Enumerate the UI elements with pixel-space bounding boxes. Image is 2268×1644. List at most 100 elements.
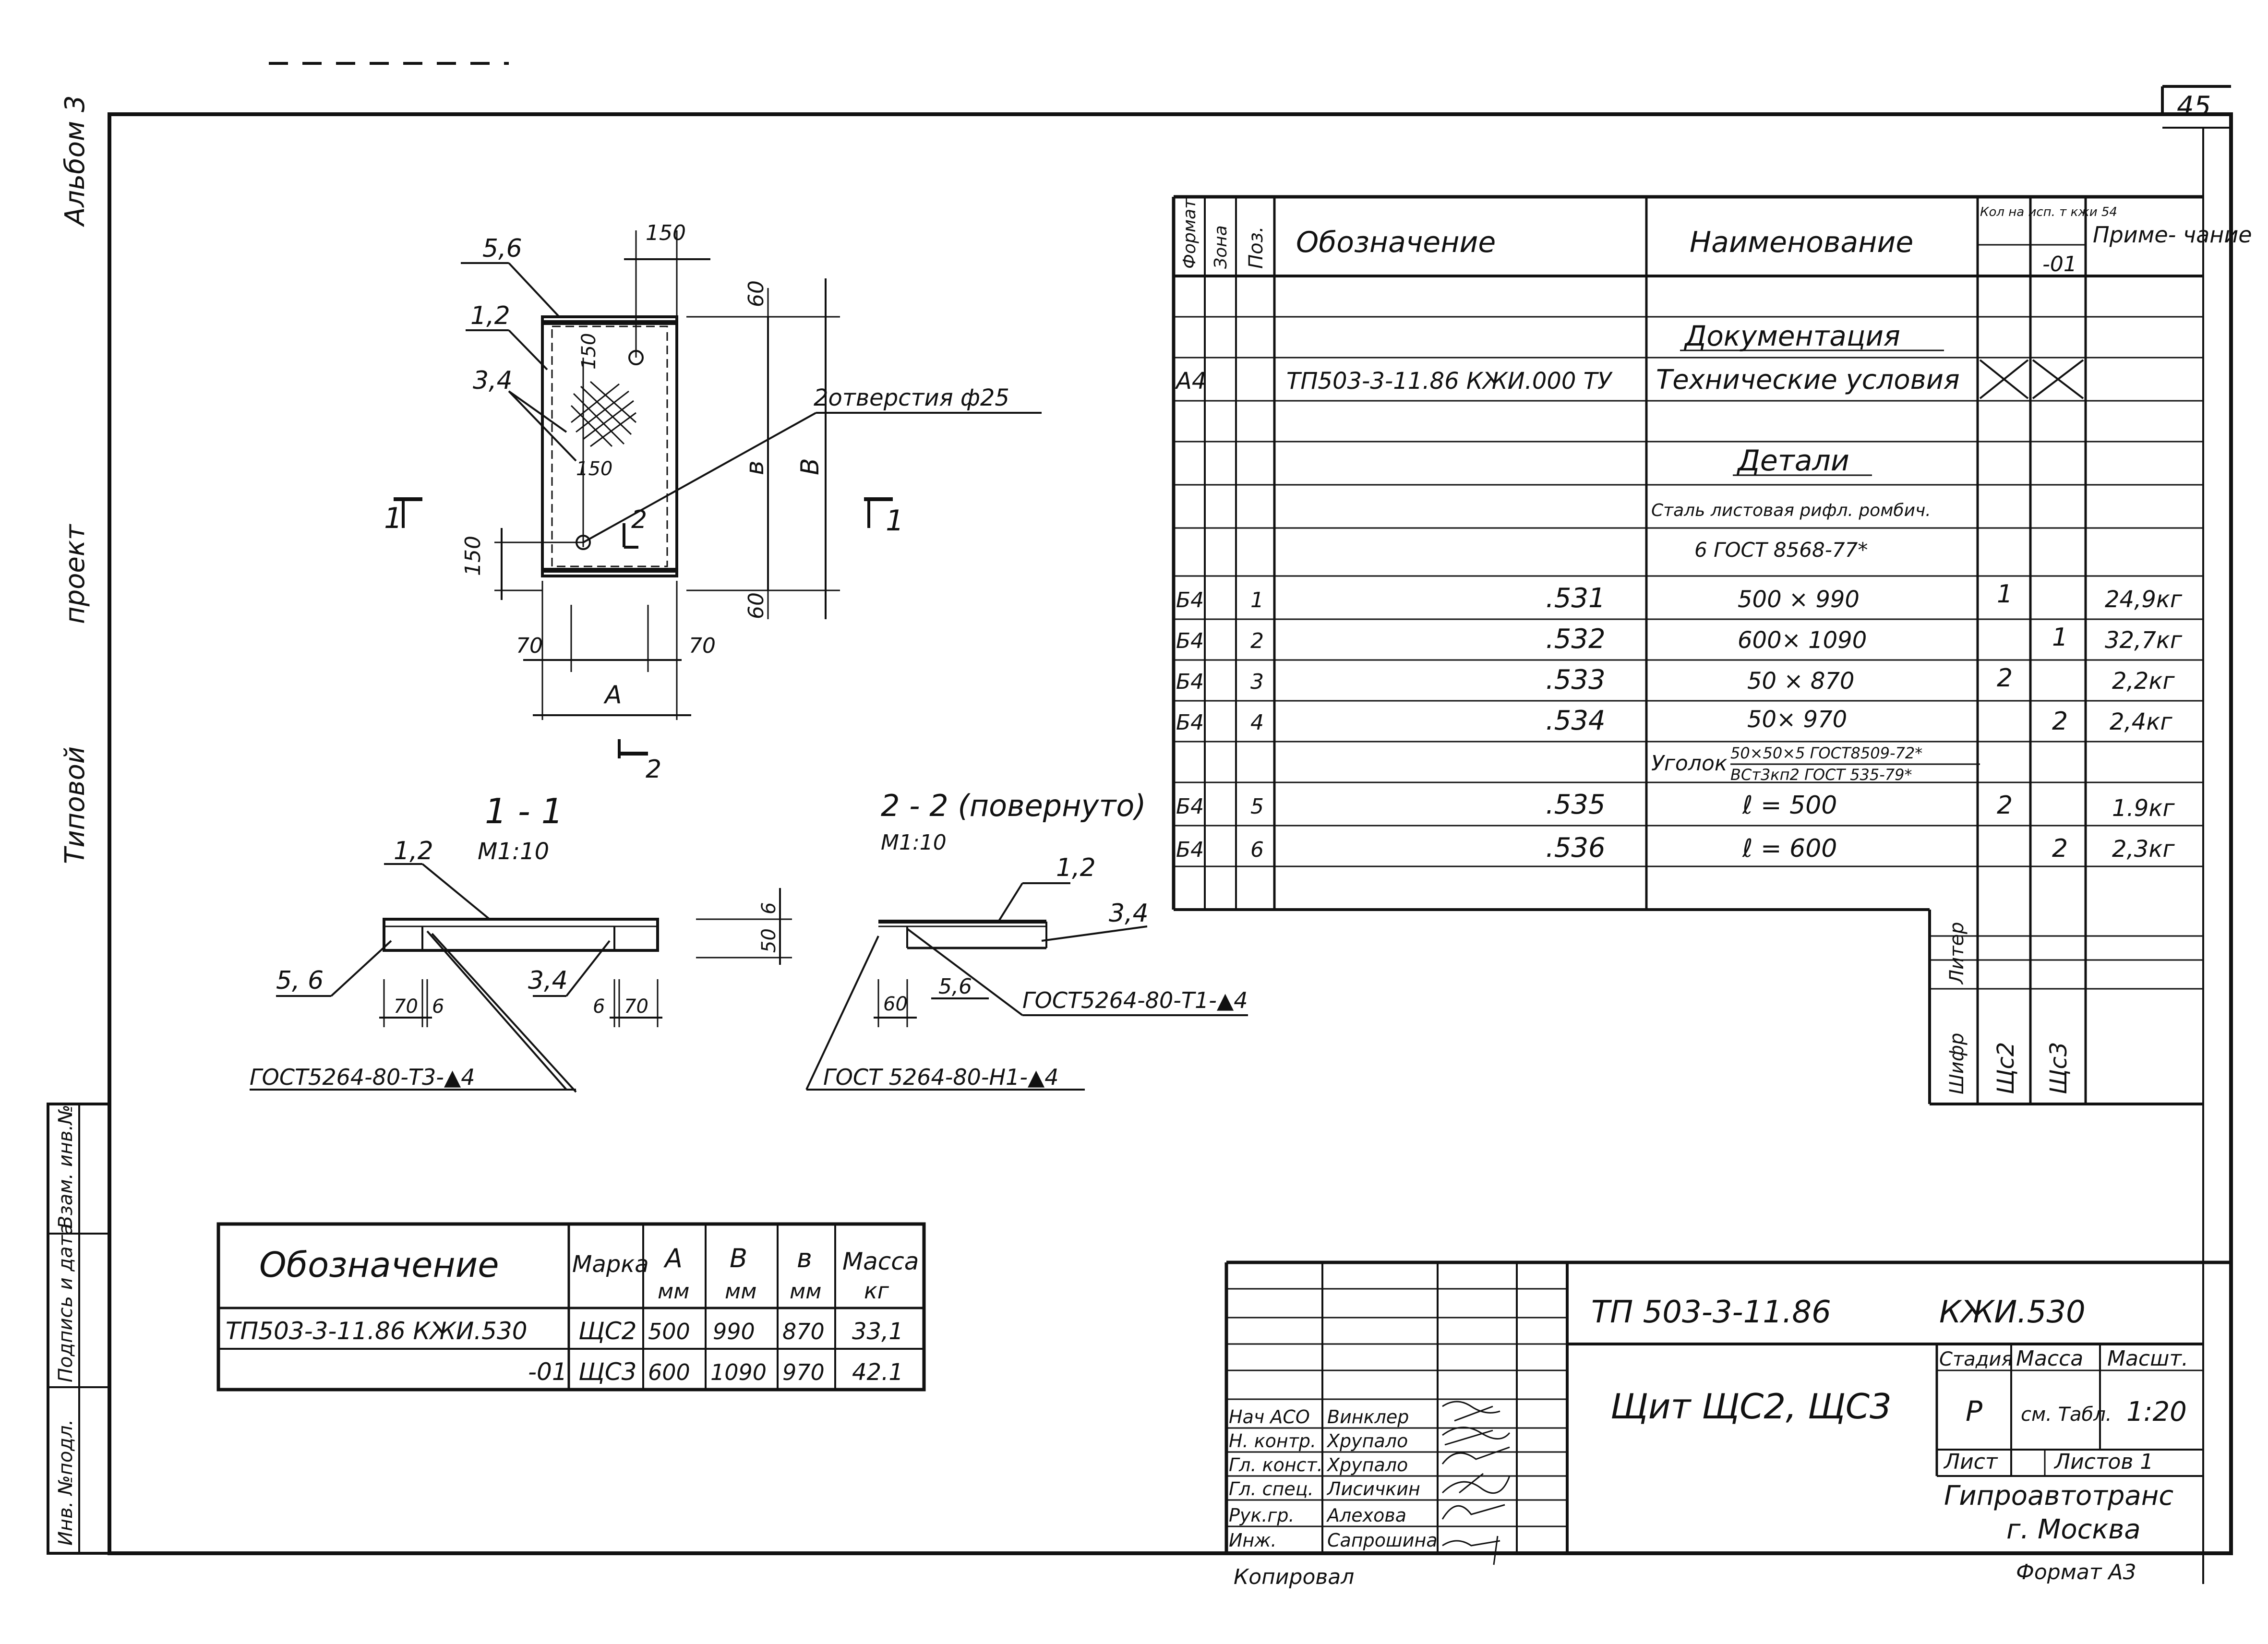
section-mark-1-left: 1 [384, 502, 402, 535]
spec-cell-pos: 2 [1250, 629, 1264, 653]
tb-stage: Р [1966, 1395, 1982, 1428]
stamp-inv-orig: Инв. №подл. [55, 1419, 77, 1546]
spec-h-zone: Зона [1211, 225, 1231, 269]
variants-h-b-mm: мм [790, 1279, 821, 1304]
spec-cell-format: Б4 [1176, 588, 1204, 612]
spec-cell-format: Б4 [1176, 794, 1204, 819]
spec-cell-name: ℓ = 500 [1742, 791, 1837, 820]
spec-angle-label: Уголок [1651, 751, 1728, 776]
spec-h-note: Приме- чание [2093, 222, 2252, 248]
tb-name: Лисичкин [1326, 1478, 1420, 1500]
spec-cell-pos: 4 [1250, 710, 1264, 735]
plan-dim-60-bot: 60 [744, 592, 768, 619]
spec-material-1: Сталь листовая рифл. ромбич. [1651, 501, 1931, 520]
spec-cell-pos: 6 [1250, 838, 1264, 862]
spec-cell-note: 24,9кг [2105, 586, 2183, 613]
section-1-pos-56: 5, 6 [276, 966, 324, 995]
spec-cell-name: 500 × 990 [1738, 586, 1860, 613]
variants-cell-mass: 33,1 [852, 1318, 903, 1345]
variants-cell-mass: 42.1 [852, 1359, 903, 1386]
spec-cell-format: Б4 [1176, 670, 1204, 694]
tb-role: Гл. конст. [1229, 1454, 1323, 1476]
plan-dim-150-b: 150 [576, 458, 612, 480]
mid-dim-50: 50 [758, 928, 780, 953]
margin-typical: Типовой [60, 746, 91, 864]
section-1-pos-12: 1,2 [394, 837, 433, 865]
spec-cell-note: 2,2кг [2112, 668, 2175, 695]
variants-h-des: Обозначение [259, 1245, 499, 1285]
spec-h-designation: Обозначение [1296, 226, 1496, 259]
spec-section-parts: Детали [1736, 444, 1849, 478]
margin-project: проект [60, 524, 91, 624]
variants-cell-des: -01 [528, 1358, 567, 1386]
spec-section-docs: Документация [1683, 320, 1900, 352]
tb-copied: Копировал [1234, 1565, 1354, 1589]
tb-name: Винклер [1327, 1406, 1409, 1428]
tb-role: Нач АСО [1229, 1406, 1310, 1428]
spec-row: Б4 5 .535 ℓ = 500 2 1.9кг [1176, 789, 2175, 822]
variants-h-mark: Марка [572, 1251, 649, 1278]
plan-dim-150-left: 150 [461, 536, 485, 576]
variants-cell-des: ТП503-3-11.86 КЖИ.530 [226, 1317, 528, 1345]
section-2-weld-n1: ГОСТ 5264-80-Н1-▲4 [823, 1064, 1059, 1090]
tb-city: г. Москва [2006, 1514, 2141, 1545]
variants-h-B-mm: мм [725, 1279, 756, 1304]
spec-cell-q2: 1 [2052, 623, 2068, 652]
plan-pos-56: 5,6 [482, 234, 522, 263]
plan-pos-34: 3,4 [473, 366, 513, 395]
margin-album: Альбом 3 [60, 95, 91, 227]
spec-row: Б4 1 .531 500 × 990 1 24,9кг [1176, 580, 2183, 614]
section-1-dim-6-b: 6 [593, 996, 605, 1018]
spec-cell-name: 50 × 870 [1747, 668, 1854, 695]
title-block-grid [1224, 1260, 2231, 1565]
stamp-sign-date: Подпись и дата [55, 1224, 77, 1382]
section-mark-2-bot: 2 [646, 755, 661, 784]
plan-dim-60-top: 60 [744, 280, 768, 307]
tb-sheet-h: Лист [1943, 1450, 1998, 1474]
tb-mass: см. Табл. [2021, 1404, 2112, 1426]
variants-h-A-mm: мм [658, 1279, 689, 1304]
section-1-1 [250, 863, 662, 1093]
tb-stage-h: Стадия [1939, 1348, 2013, 1370]
section-1-title: 1 - 1 [485, 791, 563, 831]
plan-pos-12: 1,2 [470, 301, 510, 330]
section-2-2 [805, 882, 1248, 1091]
spec-shifr: Шифр [1946, 1033, 1968, 1094]
spec-cell-des: .535 [1546, 789, 1606, 820]
spec-table-grid [1172, 195, 2203, 1105]
variants-h-mass: Масса [842, 1248, 919, 1275]
spec-cell-des: .531 [1546, 583, 1606, 614]
spec-row: Б4 4 .534 50× 970 2 2,4кг [1176, 705, 2172, 736]
spec-doc-designation: ТП503-3-11.86 КЖИ.000 ТУ [1286, 368, 1613, 395]
section-1-scale: М1:10 [478, 838, 549, 865]
plan-dim-b-small: в [741, 460, 769, 475]
spec-cell-q2: 2 [2052, 834, 2068, 863]
section-2-weld-t1: ГОСТ5264-80-Т1-▲4 [1022, 987, 1248, 1013]
page-number: 45 [2177, 91, 2211, 122]
spec-cell-note: 2,3кг [2112, 836, 2175, 863]
tb-sheets-h: Листов 1 [2053, 1450, 2153, 1474]
tb-role: Рук.гр. [1229, 1505, 1295, 1526]
spec-h-format: Формат [1180, 198, 1200, 269]
section-2-title: 2 - 2 (повернуто) [881, 788, 1146, 823]
tb-title: Щит ЩС2, ЩС3 [1610, 1386, 1892, 1427]
variants-row: -01 ЩС3 600 1090 970 42.1 [528, 1358, 903, 1386]
section-1-dim-70-a: 70 [394, 996, 418, 1018]
tb-doc-code: ТП 503-3-11.86 [1591, 1295, 1831, 1330]
spec-cell-des: .536 [1546, 832, 1606, 864]
spec-h-var: -01 [2042, 252, 2077, 276]
spec-cell-format: Б4 [1176, 629, 1204, 653]
spec-doc-name: Технические условия [1656, 364, 1960, 396]
spec-angle-bot: ВСт3кп2 ГОСТ 535-79* [1730, 766, 1912, 784]
variants-cell-A: 500 [648, 1319, 690, 1344]
spec-row: Б4 3 .533 50 × 870 2 2,2кг [1176, 664, 2175, 696]
spec-row: Б4 2 .532 600× 1090 1 32,7кг [1176, 623, 2183, 655]
spec-cell-note: 32,7кг [2105, 627, 2183, 654]
tb-name: Сапрошина [1327, 1530, 1438, 1551]
mid-dim-6: 6 [758, 902, 780, 914]
variants-table-grid [216, 1222, 926, 1392]
variants-cell-A: 600 [648, 1359, 690, 1385]
tb-scale-h: Масшт. [2107, 1346, 2188, 1371]
tb-role: Инж. [1229, 1530, 1277, 1551]
section-1-pos-34: 3,4 [528, 966, 568, 995]
